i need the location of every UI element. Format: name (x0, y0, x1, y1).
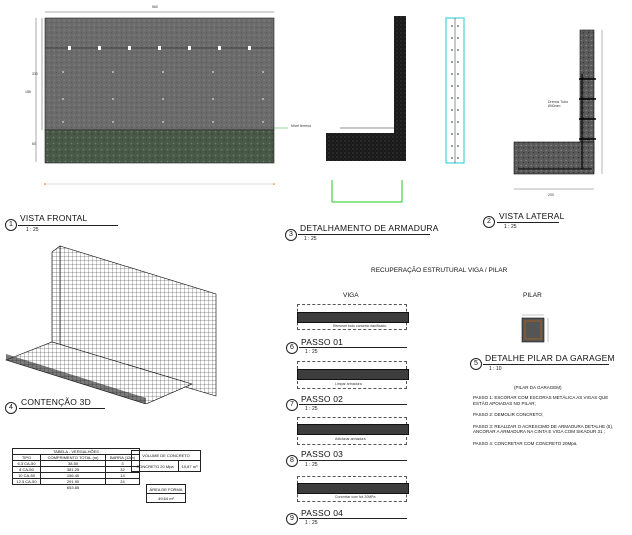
view-scale: 1 : 25 (304, 236, 317, 242)
step-1: PASSO 1: ESCORAR COM ESCORAS METÁLICA AS… (473, 395, 609, 406)
area-forma: ÁREA DE FORMA 49,64 m² (146, 484, 186, 503)
dim-low: 60 (32, 142, 36, 146)
beam (297, 369, 409, 380)
table-row: 8 CA-50 381.25 32 (11, 466, 140, 473)
view-title: PASSO 04 (301, 508, 344, 518)
view-number: 7 (286, 399, 298, 411)
view-title: DETALHAMENTO DE ARMADURA (300, 223, 439, 233)
view-title: VISTA LATERAL (499, 211, 565, 221)
volume-concreto: VOLUME DE CONCRETO CONCRETO 20 Mpa 10,87… (130, 450, 201, 472)
volume-label: CONCRETO 20 Mpa (130, 460, 180, 472)
passo-note: Limpar armadura (335, 382, 362, 386)
cell: 24 (105, 478, 140, 485)
dim-mid: 330 (32, 72, 38, 76)
volume-value: 10,87 m³ (178, 460, 201, 472)
view-number: 3 (285, 229, 297, 241)
title-underline (18, 225, 118, 226)
beam (297, 483, 409, 494)
title-underline (299, 518, 407, 519)
viga-label: VIGA (343, 292, 359, 299)
view-scale: 1 : 25 (305, 349, 318, 355)
col-header: COMPRIMENTO TOTAL (m) (40, 454, 107, 461)
view-number: 8 (286, 455, 298, 467)
view-scale: 1 : 25 (305, 462, 318, 468)
title-underline (299, 347, 407, 348)
pilar-label: PILAR (523, 292, 542, 299)
dim-top: 560 (152, 5, 158, 9)
title-underline (497, 222, 559, 223)
forma-title: ÁREA DE FORMA (146, 484, 186, 494)
passo-note: Adicionar armadura (335, 437, 366, 441)
step-3: PASSO 3: REALIZAR O ACRESCIMO DE ARMADUR… (473, 423, 614, 435)
tabela-total: 653.85 (66, 485, 80, 490)
view-title: PASSO 01 (301, 337, 344, 347)
view-title: PASSO 03 (301, 449, 344, 459)
cell: 12.5 CA-50 (11, 478, 42, 485)
dim-bottom: 200 (548, 193, 554, 197)
table-row-total: 653.85 (13, 485, 140, 490)
volume-title: VOLUME DE CONCRETO (131, 450, 201, 461)
view-title: CONTENÇÃO 3D (21, 397, 91, 407)
beam (297, 312, 409, 323)
pilar-section-drawing (521, 314, 549, 343)
step-4: PASSO 4: CONCRETAR COM CONCRETO 20Mpa. (473, 440, 578, 446)
table-row: 12.5 CA-50 291.90 24 (11, 478, 140, 485)
table-row: 10 CA-50 156.45 14 (11, 472, 140, 479)
tabela-vergalhoes: TABELA - VERGALHÕES TIPO COMPRIMENTO TOT… (11, 448, 140, 490)
cell: 291.90 (40, 478, 107, 485)
view-number: 1 (5, 219, 17, 231)
view-title: VISTA FRONTAL (20, 213, 88, 223)
title-underline (298, 234, 430, 235)
view-scale: 1 : 10 (489, 366, 502, 372)
passo-note: Concretar com fck 20MPa (335, 495, 376, 499)
label-dreno: Drenos Tubo Ø40mm (548, 100, 569, 108)
lateral-drawing (513, 29, 603, 190)
view-scale: 1 : 25 (504, 224, 517, 230)
pilar-steps: PASSO 1: ESCORAR COM ESCORAS METÁLICA AS… (473, 395, 623, 446)
view-scale: 1 : 25 (26, 227, 39, 233)
table-row: 6.3 CA-50 38.50 3 (11, 460, 140, 467)
armadura-drawing (326, 16, 406, 203)
view-number: 4 (5, 402, 17, 414)
view-number: 9 (286, 513, 298, 525)
armadura-pilar-detail (445, 17, 465, 164)
beam (297, 424, 409, 435)
contencao-3d-drawing (5, 245, 217, 404)
view-scale: 1 : 25 (305, 520, 318, 526)
title-underline (299, 404, 407, 405)
view-title: DETALHE PILAR DA GARAGEM (485, 353, 615, 363)
view-scale: 1 : 25 (305, 406, 318, 412)
frontal-drawing (35, 11, 288, 185)
view-number: 2 (483, 216, 495, 228)
passo-note: Remover todo concreto danificado (333, 324, 387, 328)
title-underline (483, 364, 609, 365)
view-number: 5 (470, 358, 482, 370)
view-number: 6 (286, 342, 298, 354)
view-title: PASSO 02 (301, 394, 344, 404)
pilar-heading: (PILAR DA GARAGEM) (514, 385, 562, 390)
step-2: PASSO 2: DEMOLIR CONCRETO; (473, 412, 544, 417)
dim-left: 185 (25, 90, 31, 94)
title-underline (299, 460, 407, 461)
forma-value: 49,64 m² (146, 493, 186, 503)
label-terreno: Nível terreno (291, 124, 312, 128)
recuperacao-title: RECUPERAÇÃO ESTRUTURAL VIGA / PILAR (371, 267, 508, 274)
title-underline (19, 408, 105, 409)
